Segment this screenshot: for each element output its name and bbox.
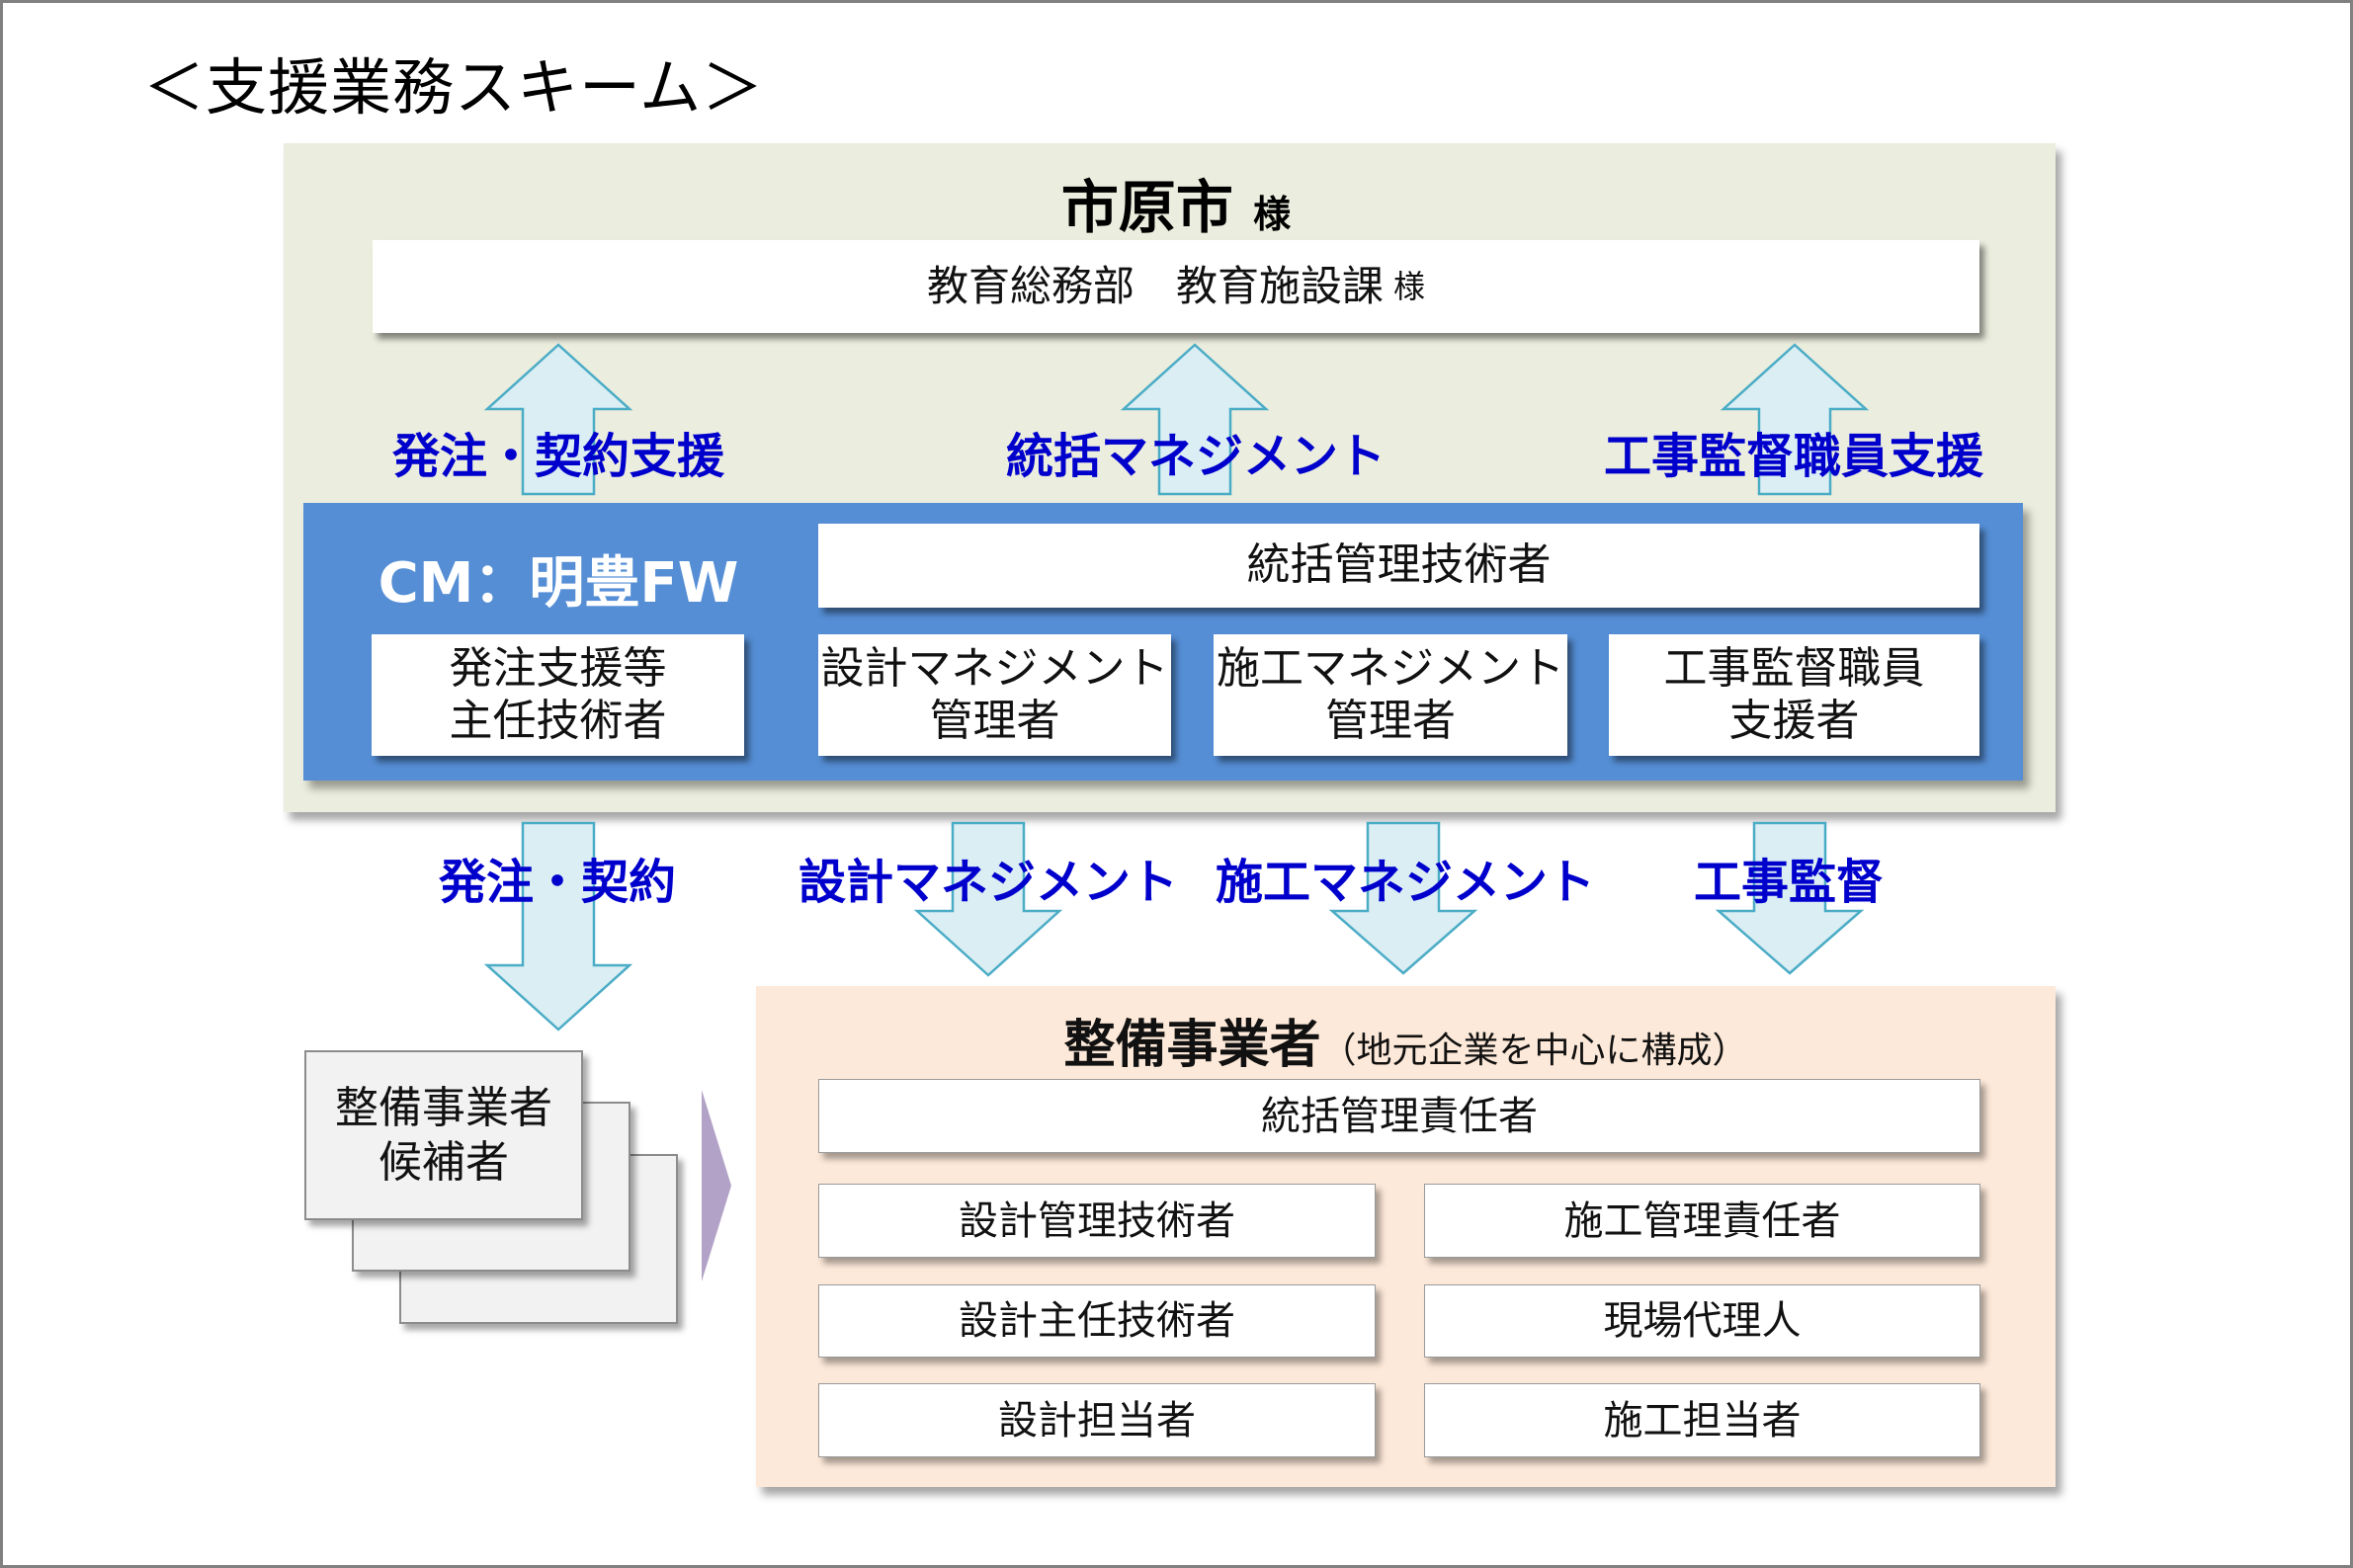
contractor-role: 設計担当者 bbox=[818, 1383, 1376, 1457]
contractor-role: 施工管理責任者 bbox=[1424, 1184, 1980, 1258]
client-department: 教育総務部 教育施設課 bbox=[926, 261, 1384, 310]
cm-role-line1: 発注支援等 bbox=[449, 642, 667, 694]
client-honorific: 様 bbox=[1253, 193, 1292, 236]
contractor-role: 設計主任技術者 bbox=[818, 1284, 1376, 1358]
contractor-role-text: 施工担当者 bbox=[1603, 1397, 1802, 1444]
down-flow-label: 設計マネジメント bbox=[798, 855, 1178, 910]
contractor-role: 設計管理技術者 bbox=[818, 1184, 1376, 1258]
candidate-card: 整備事業者 候補者 bbox=[304, 1050, 583, 1220]
contractor-title-text: 整備事業者 bbox=[1063, 1016, 1321, 1075]
up-flow-label: 統括マネジメント bbox=[1005, 429, 1386, 484]
candidate-line1: 整備事業者 bbox=[335, 1083, 552, 1133]
cm-role-box: 施工マネジメント 管理者 bbox=[1214, 634, 1567, 756]
up-flow-label: 発注・契約支援 bbox=[391, 429, 724, 484]
contractor-role: 現場代理人 bbox=[1424, 1284, 1980, 1358]
contractor-role-text: 設計主任技術者 bbox=[959, 1298, 1235, 1344]
candidate-line2: 候補者 bbox=[378, 1137, 509, 1188]
contractor-lead-role-text: 統括管理責任者 bbox=[1261, 1093, 1538, 1139]
contractor-note: （地元企業を中心に構成） bbox=[1320, 1031, 1748, 1071]
contractor-role-text: 設計担当者 bbox=[998, 1397, 1196, 1444]
cm-role-line2: 支援者 bbox=[1728, 695, 1860, 746]
client-name-text: 市原市 bbox=[1060, 174, 1233, 241]
cm-label: CM：明豊FW bbox=[378, 551, 739, 616]
contractor-lead-role: 統括管理責任者 bbox=[818, 1079, 1980, 1153]
client-name: 市原市 様 bbox=[988, 161, 1364, 244]
down-flow-label: 工事監督 bbox=[1693, 855, 1884, 910]
cm-role-line2: 管理者 bbox=[929, 695, 1060, 746]
cm-role-line1: 工事監督職員 bbox=[1663, 642, 1925, 694]
down-flow-label: 施工マネジメント bbox=[1215, 855, 1595, 910]
cm-role-line2: 管理者 bbox=[1325, 695, 1456, 746]
contractor-role-text: 施工管理責任者 bbox=[1563, 1197, 1841, 1244]
cm-role-box: 発注支援等 主任技術者 bbox=[372, 634, 744, 756]
contractor-role-text: 設計管理技術者 bbox=[959, 1197, 1235, 1244]
cm-role-line1: 施工マネジメント bbox=[1217, 642, 1564, 694]
cm-lead-role-text: 統括管理技術者 bbox=[1246, 539, 1552, 591]
cm-lead-role: 統括管理技術者 bbox=[818, 524, 1979, 608]
client-department-honorific: 様 bbox=[1393, 267, 1426, 305]
down-flow-label: 発注・契約 bbox=[438, 855, 676, 910]
contractor-role: 施工担当者 bbox=[1424, 1383, 1980, 1457]
cm-role-line2: 主任技術者 bbox=[449, 695, 667, 746]
client-department-box: 教育総務部 教育施設課 様 bbox=[373, 240, 1979, 333]
cm-role-box: 設計マネジメント 管理者 bbox=[818, 634, 1171, 756]
page-title: ＜支援業務スキーム＞ bbox=[143, 51, 765, 124]
contractor-role-text: 現場代理人 bbox=[1603, 1298, 1802, 1344]
cm-role-line1: 設計マネジメント bbox=[820, 642, 1169, 694]
up-flow-label: 工事監督職員支援 bbox=[1603, 429, 1983, 484]
cm-role-box: 工事監督職員 支援者 bbox=[1609, 634, 1979, 756]
contractor-title: 整備事業者（地元企業を中心に構成） bbox=[756, 1003, 2056, 1077]
